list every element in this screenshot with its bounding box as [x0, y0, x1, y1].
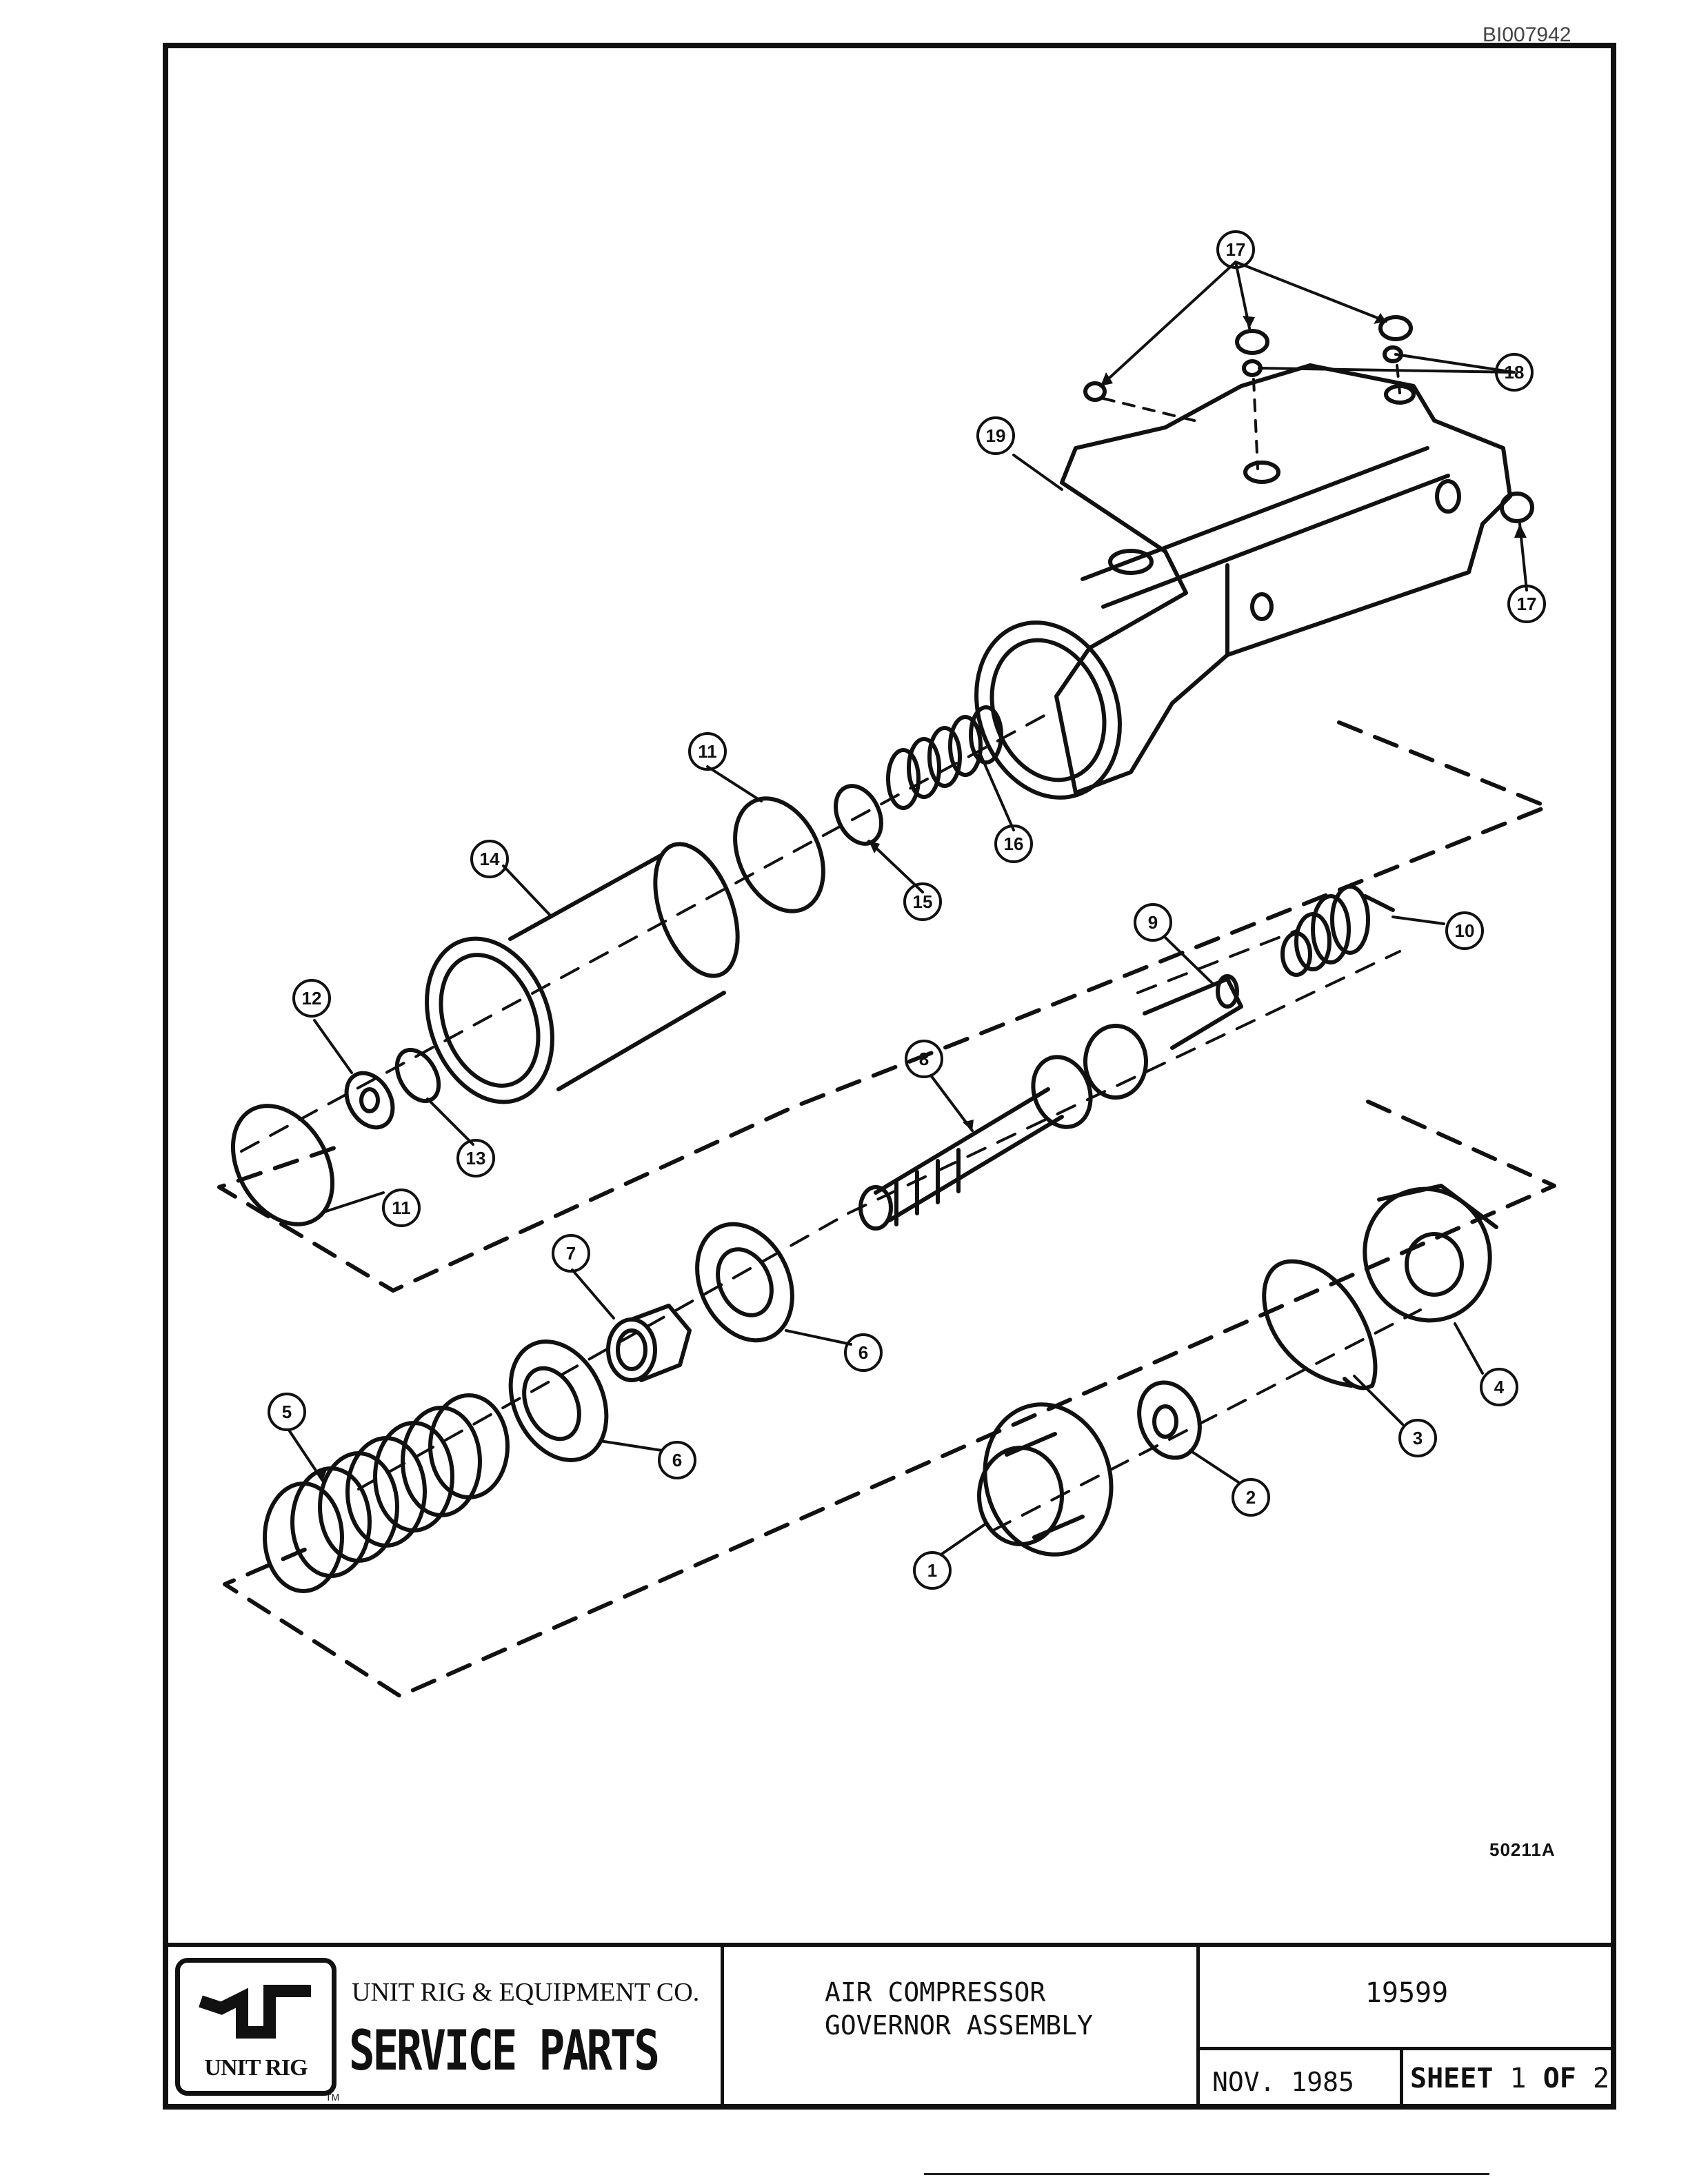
- callout-11-lower: 11: [392, 1197, 411, 1218]
- callout-19: 19: [986, 425, 1006, 446]
- o-ring-part-11-upper: [733, 796, 825, 913]
- lock-nut-part-2: [1137, 1380, 1202, 1460]
- part-number: 19599: [1365, 1977, 1449, 2009]
- lower-centerline: [357, 950, 1422, 1532]
- valve-pin-part-9: [1083, 974, 1243, 1100]
- seal-part-13: [394, 1048, 441, 1103]
- sheet-number: 1: [1509, 2063, 1527, 2094]
- callout-4: 4: [1494, 1377, 1505, 1397]
- cap-part-4: [1363, 1184, 1498, 1323]
- drawing-number: 50211A: [1489, 1839, 1556, 1860]
- callout-13: 13: [466, 1148, 486, 1169]
- main-spring-part-5: [263, 1393, 510, 1593]
- callout-11-upper: 11: [698, 741, 717, 762]
- drawing-frame: [163, 43, 1616, 2110]
- title-line-2: GOVERNOR ASSEMBLY: [825, 2010, 1093, 2041]
- callout-2: 2: [1246, 1487, 1256, 1508]
- issue-date: NOV. 1985: [1212, 2067, 1354, 2097]
- document-id: BI007942: [1483, 23, 1571, 46]
- part-number-cell: 19599: [1200, 1947, 1614, 2050]
- callout-12: 12: [302, 988, 322, 1009]
- upper-subassembly-outline: [217, 720, 1549, 1293]
- flange-part-6-lower: [508, 1339, 609, 1462]
- callout-6-lower: 6: [672, 1450, 682, 1470]
- sheet-label: SHEET: [1410, 2063, 1494, 2094]
- adjusting-stem-part-8: [858, 1055, 1093, 1231]
- o-ring-part-11-lower: [230, 1104, 335, 1226]
- callout-9: 9: [1148, 912, 1158, 933]
- leader-lines: [288, 261, 1528, 1555]
- title-block: UNIT RIG TM UNIT RIG & EQUIPMENT CO. SER…: [165, 1943, 1614, 2107]
- bushing-part-7: [606, 1304, 692, 1382]
- spring-part-16: [886, 705, 1003, 810]
- callout-5: 5: [282, 1402, 292, 1422]
- sheet-of: OF: [1543, 2063, 1576, 2094]
- callout-7: 7: [566, 1243, 576, 1264]
- lower-subassembly-outline: [223, 1100, 1556, 1698]
- bottom-rule: [924, 2173, 1489, 2175]
- housing-body-part-19: [974, 363, 1512, 800]
- flange-part-6-upper: [695, 1222, 794, 1343]
- callout-15: 15: [913, 891, 933, 912]
- callout-1: 1: [927, 1560, 937, 1581]
- company-cell: UNIT RIG TM UNIT RIG & EQUIPMENT CO. SER…: [165, 1947, 724, 2107]
- snap-ring-part-3: [1262, 1259, 1378, 1391]
- callout-circles: [268, 230, 1546, 1590]
- set-screw-part-17: [1083, 315, 1534, 523]
- info-cell: 19599 NOV. 1985 SHEET 1 OF 2: [1200, 1947, 1614, 2107]
- title-cell: AIR COMPRESSOR GOVERNOR ASSEMBLY: [724, 1947, 1200, 2107]
- washer-part-12: [344, 1071, 395, 1130]
- title-line-1: AIR COMPRESSOR: [825, 1977, 1046, 2008]
- callout-16: 16: [1004, 833, 1024, 854]
- leader-arrowheads: [314, 313, 1527, 1481]
- callout-17-top: 17: [1226, 239, 1246, 260]
- trademark-mark: TM: [325, 2092, 340, 2103]
- callout-8: 8: [919, 1049, 929, 1069]
- service-parts-label: SERVICE PARTS: [349, 2019, 660, 2083]
- sheet-total: 2: [1592, 2063, 1610, 2094]
- callout-10: 10: [1455, 920, 1475, 941]
- callout-6-upper: 6: [858, 1342, 868, 1363]
- spring-part-10: [1280, 884, 1395, 977]
- sheet-indicator: SHEET 1 OF 2: [1410, 2063, 1609, 2094]
- logo-mark-icon: [199, 1985, 311, 2039]
- logo-text: UNIT RIG: [204, 2055, 308, 2081]
- callout-3: 3: [1413, 1428, 1423, 1448]
- unit-rig-logo: UNIT RIG: [175, 1958, 336, 2096]
- sheet-cell: SHEET 1 OF 2: [1400, 2050, 1614, 2107]
- company-name: UNIT RIG & EQUIPMENT CO.: [352, 1978, 700, 2007]
- adjusting-knob-part-1: [977, 1402, 1114, 1557]
- callout-18: 18: [1505, 362, 1525, 383]
- sleeve-part-14: [425, 842, 740, 1104]
- callout-14: 14: [480, 849, 500, 869]
- callout-17-right: 17: [1517, 594, 1537, 614]
